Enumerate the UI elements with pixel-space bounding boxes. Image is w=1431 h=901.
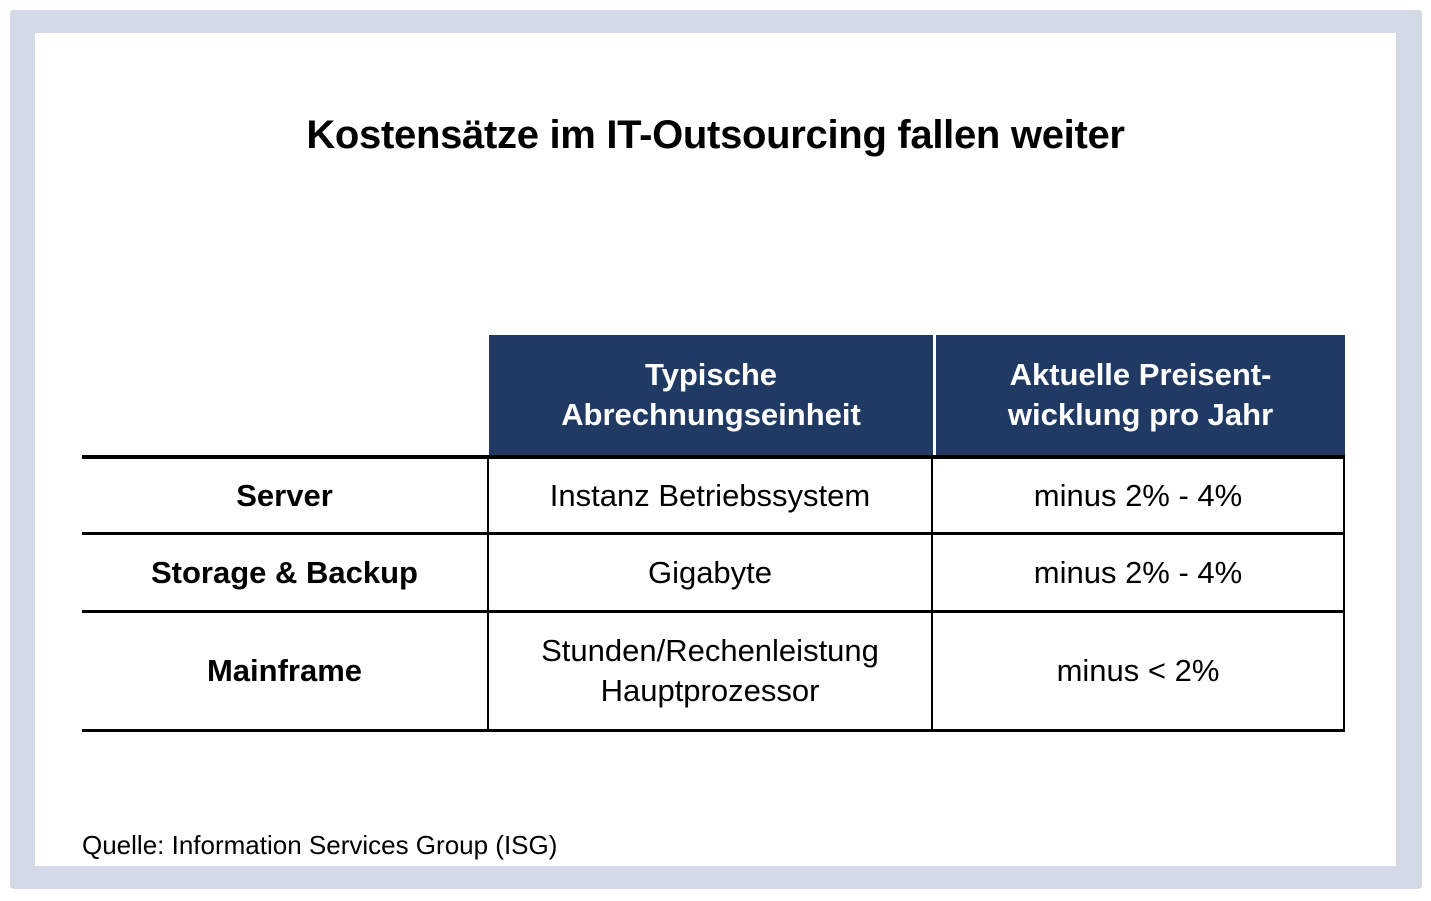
table-row-mainframe: Mainframe Stunden/Rechenleistung Hauptpr… — [82, 613, 1345, 732]
row-label: Mainframe — [82, 613, 489, 729]
cell-unit: Gigabyte — [489, 535, 933, 610]
chart-title: Kostensätze im IT-Outsourcing fallen wei… — [306, 113, 1125, 157]
cell-trend: minus 2% - 4% — [933, 535, 1345, 610]
row-label: Storage & Backup — [82, 535, 489, 610]
data-table: Typische Abrechnungseinheit Aktuelle Pre… — [82, 335, 1345, 732]
column-header-abrechnungseinheit: Typische Abrechnungseinheit — [489, 335, 933, 455]
slide-panel: Kostensätze im IT-Outsourcing fallen wei… — [35, 33, 1396, 866]
column-header-preisentwicklung: Aktuelle Preisent- wicklung pro Jahr — [936, 335, 1345, 455]
cell-trend: minus 2% - 4% — [933, 459, 1345, 532]
table-body: Server Instanz Betriebssystem minus 2% -… — [82, 455, 1345, 732]
source-attribution: Quelle: Information Services Group (ISG) — [82, 830, 558, 860]
cell-unit: Stunden/Rechenleistung Hauptprozessor — [489, 613, 933, 729]
table-row-server: Server Instanz Betriebssystem minus 2% -… — [82, 459, 1345, 535]
row-label: Server — [82, 459, 489, 532]
cell-unit: Instanz Betriebssystem — [489, 459, 933, 532]
slide-frame: Kostensätze im IT-Outsourcing fallen wei… — [10, 10, 1422, 889]
cell-trend: minus < 2% — [933, 613, 1345, 729]
header-divider — [933, 335, 936, 455]
table-row-storage-backup: Storage & Backup Gigabyte minus 2% - 4% — [82, 535, 1345, 613]
table-header-row: Typische Abrechnungseinheit Aktuelle Pre… — [489, 335, 1345, 455]
